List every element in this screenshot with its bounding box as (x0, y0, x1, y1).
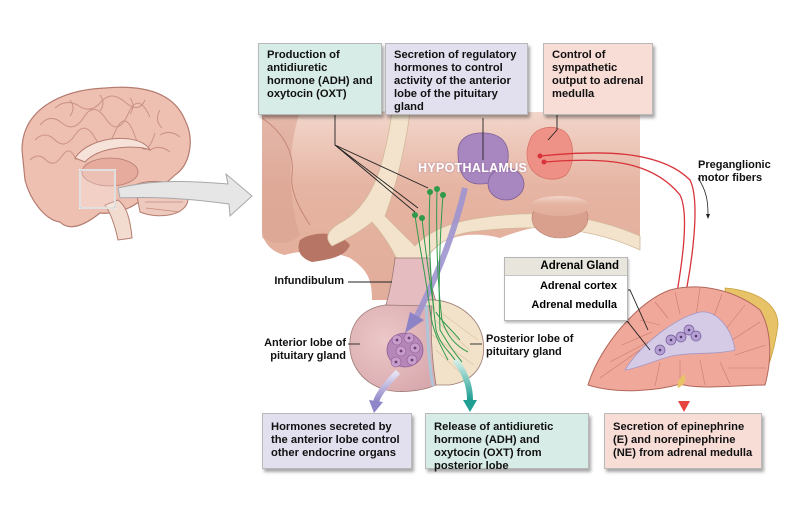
box-text-suffix: to control activity of the anterior lobe… (394, 62, 511, 113)
neurosecretory-fibers (414, 189, 469, 363)
infundibulum-label: Infundibulum (274, 275, 344, 287)
posterior-output-arrow (452, 358, 473, 401)
posterior-lobe-label: Posterior lobe of pituitary gland (486, 333, 574, 358)
anterior-lobe-label: Anterior lobe of pituitary gland (264, 337, 346, 362)
box-sympathetic-control: Control of sympathetic output to adrenal… (543, 43, 653, 115)
anterior-output-arrow (373, 369, 401, 403)
box-text: Control of sympathetic output to adrenal… (552, 49, 644, 100)
box-adh-oxt-production: Production of antidiuretic hormone (ADH)… (258, 43, 382, 115)
brain-overview (21, 86, 253, 241)
adrenal-gland (587, 286, 779, 392)
box-text-prefix: Secretion of (394, 49, 462, 61)
box-text: Hormones secreted by the anterior lobe c… (271, 421, 400, 459)
box-adrenal-medulla-output: Secretion of epinephrine (E) and norepin… (604, 413, 762, 469)
portal-arrow (412, 187, 468, 322)
box-text: Production of antidiuretic hormone (ADH)… (267, 49, 373, 100)
sympathetic-nucleus (526, 126, 574, 180)
adrenal-cortex-label: Adrenal cortex (539, 280, 617, 292)
neuron-cell-bodies (412, 186, 446, 221)
preganglionic-label: Preganglionic motor fibers (698, 159, 771, 184)
zoom-region-marker (79, 169, 116, 209)
box-regulatory-hormones: Secretion of regulatory hormones to cont… (385, 43, 528, 115)
box-text-bold: regulatory hormones (394, 49, 517, 74)
box-anterior-lobe-output: Hormones secreted by the anterior lobe c… (262, 413, 412, 469)
box-text: Release of antidiuretic hormone (ADH) an… (434, 421, 554, 472)
zoom-arrow (117, 172, 253, 218)
hypothalamus-label: HYPOTHALAMUS (418, 161, 528, 175)
adrenal-gland-key: Adrenal Gland Adrenal cortex Adrenal med… (504, 257, 628, 321)
adrenal-medulla-label: Adrenal medulla (531, 299, 617, 311)
anterior-cell-cluster (386, 332, 424, 368)
adrenal-key-header: Adrenal Gland (505, 258, 627, 276)
box-posterior-lobe-output: Release of antidiuretic hormone (ADH) an… (425, 413, 589, 472)
box-text: Secretion of epinephrine (E) and norepin… (613, 421, 753, 459)
